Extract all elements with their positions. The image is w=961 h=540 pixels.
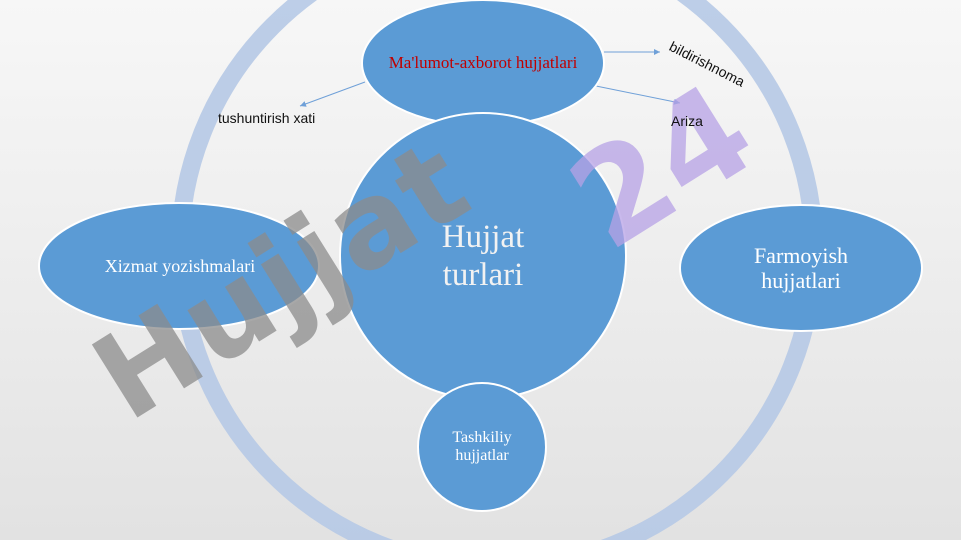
arrow-to-ariza xyxy=(595,85,681,105)
node-right-ellipse xyxy=(679,204,923,332)
label-tushuntirish-xati: tushuntirish xati xyxy=(218,110,316,126)
node-top-label: Ma'lumot-axborot hujjatlari xyxy=(388,53,578,73)
node-bottom-circle xyxy=(417,382,547,512)
node-left-label: Xizmat yozishmalari xyxy=(104,255,256,276)
node-center-label: Hujjat turlari xyxy=(441,219,525,293)
label-ariza: Ariza xyxy=(671,113,703,129)
node-bottom-label: Tashkiliy hujjatlar xyxy=(452,428,512,464)
node-left-ellipse xyxy=(38,202,320,330)
arrow-to-tushuntirish xyxy=(299,81,366,107)
node-right-label: Farmoyish hujjatlari xyxy=(753,242,849,293)
